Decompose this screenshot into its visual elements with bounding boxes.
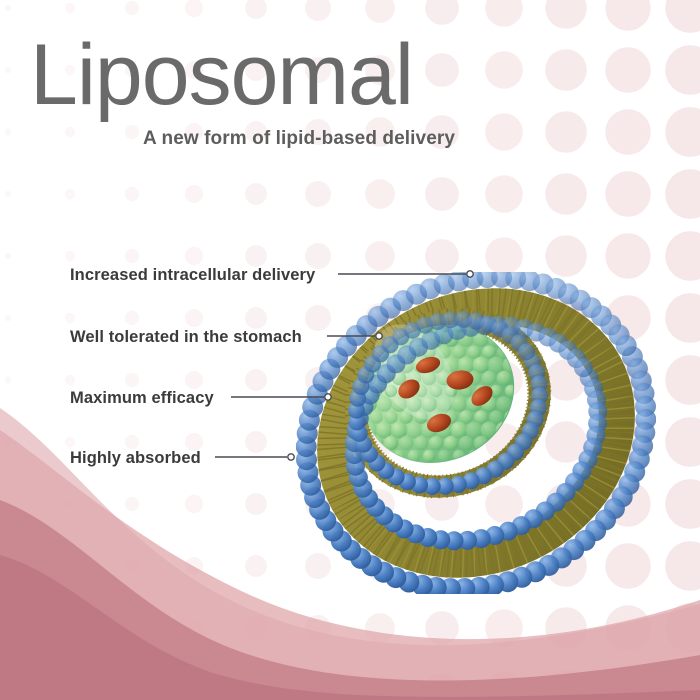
callout-label-1: Increased intracellular delivery — [70, 266, 316, 284]
callout-endpoint-1 — [466, 270, 474, 278]
core-vesicle-bubble — [421, 396, 437, 412]
core-vesicle-bubble — [451, 396, 467, 412]
lipid-head-inner — [518, 343, 536, 361]
core-vesicle-bubble — [391, 396, 407, 412]
callout-endpoint-4 — [287, 453, 295, 461]
core-vesicle-bubble — [376, 396, 392, 412]
core-vesicle-bubble — [437, 345, 451, 359]
callout-label-2: Well tolerated in the stomach — [70, 328, 302, 346]
callout-label-3: Maximum efficacy — [70, 389, 214, 407]
core-vesicle-bubble — [452, 345, 466, 359]
core-vesicle-bubble — [406, 396, 422, 412]
callout-label-4: Highly absorbed — [70, 449, 201, 467]
core-vesicle-bubble — [457, 356, 475, 374]
core-vesicle-bubble — [467, 345, 481, 359]
drug-particle — [398, 379, 420, 399]
lipid-head-inner — [455, 311, 473, 328]
core-vesicle-bubble — [436, 396, 452, 412]
callout-endpoint-3 — [324, 393, 332, 401]
core-vesicle-bubble — [496, 396, 512, 412]
callout-endpoint-2 — [375, 332, 383, 340]
core-vesicle-bubble — [482, 345, 496, 359]
page-title: Liposomal — [30, 27, 414, 123]
